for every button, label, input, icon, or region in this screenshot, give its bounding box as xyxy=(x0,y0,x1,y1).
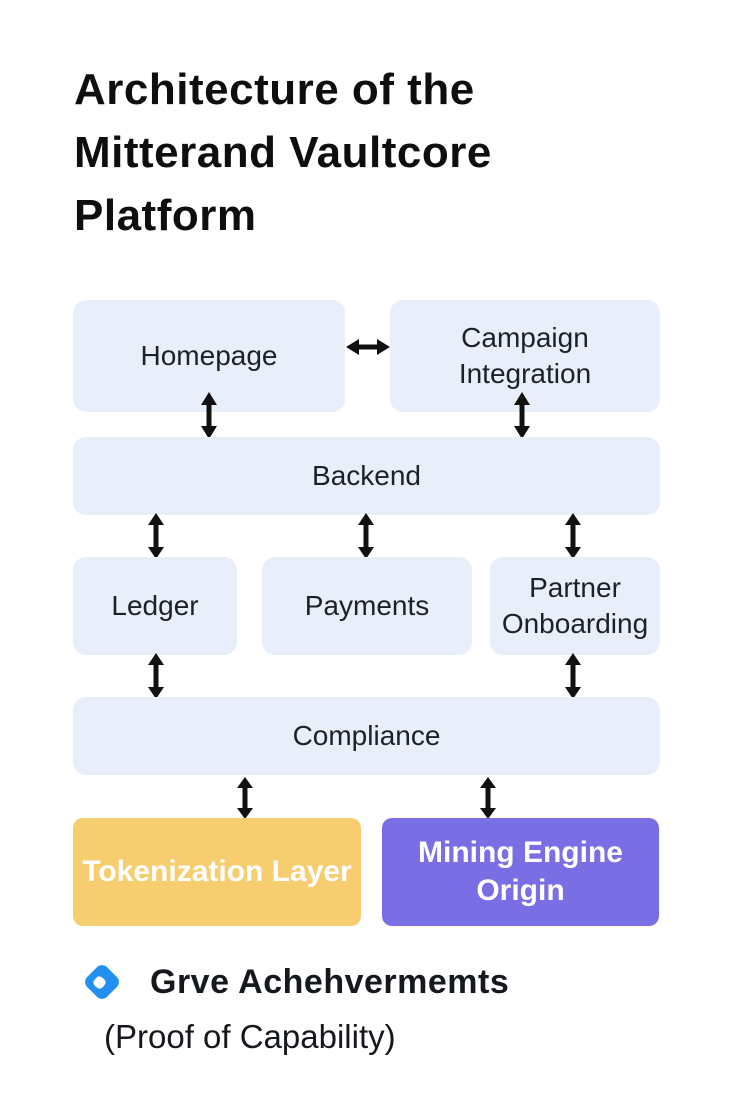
node-partner-onboarding-label: Partner Onboarding xyxy=(501,572,649,639)
diamond-icon xyxy=(82,962,122,1002)
legend-line1: Grve Achehvermemts xyxy=(150,962,510,1001)
double-arrow-vertical-icon xyxy=(145,653,167,699)
node-tokenization-layer: Tokenization Layer xyxy=(73,818,361,926)
node-backend-label: Backend xyxy=(312,460,421,491)
node-compliance-label: Compliance xyxy=(292,720,441,751)
node-ledger-label: Ledger xyxy=(111,590,199,621)
legend: Grve Achehvermemts xyxy=(82,962,509,1002)
double-arrow-vertical-icon xyxy=(234,777,256,819)
node-ledger: Ledger xyxy=(73,557,237,655)
double-arrow-vertical-icon xyxy=(562,653,584,699)
node-partner-onboarding: Partner Onboarding xyxy=(490,557,660,655)
node-compliance: Compliance xyxy=(73,697,660,775)
double-arrow-vertical-icon xyxy=(198,392,220,439)
double-arrow-vertical-icon xyxy=(511,392,533,439)
node-tokenization-layer-label: Tokenization Layer xyxy=(82,855,352,888)
node-campaign-integration: Campaign Integration xyxy=(390,300,660,412)
node-backend: Backend xyxy=(73,437,660,515)
node-mining-engine-origin-label: Mining Engine Origin xyxy=(418,836,623,907)
double-arrow-vertical-icon xyxy=(477,777,499,819)
double-arrow-horizontal-icon xyxy=(346,334,390,360)
double-arrow-vertical-icon xyxy=(145,513,167,559)
node-campaign-integration-label: Campaign Integration xyxy=(458,322,592,389)
node-payments-label: Payments xyxy=(304,590,430,621)
node-payments: Payments xyxy=(262,557,472,655)
page-title: Architecture of the Mitterand Vaultcore … xyxy=(74,65,492,240)
double-arrow-vertical-icon xyxy=(355,513,377,559)
node-homepage-label: Homepage xyxy=(140,340,278,371)
double-arrow-vertical-icon xyxy=(562,513,584,559)
node-mining-engine-origin: Mining Engine Origin xyxy=(382,818,659,926)
legend-line2: (Proof of Capability) xyxy=(104,1018,396,1055)
